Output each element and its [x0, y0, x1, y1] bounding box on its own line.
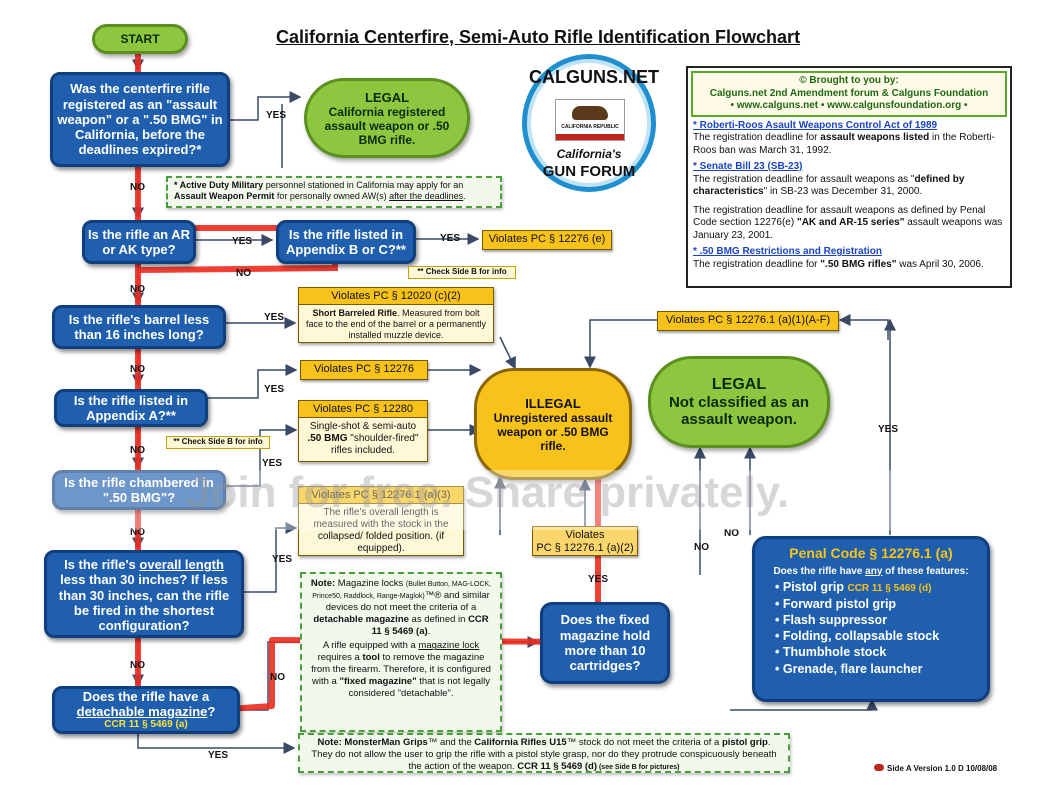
logo-flag-text: CALIFORNIA REPUBLIC: [561, 124, 619, 130]
side-b-note-1: ** Check Side B for info: [408, 266, 516, 279]
info-box: © Brought to you by: Calguns.net 2nd Ame…: [686, 66, 1012, 288]
penal-code-features: Penal Code § 12276.1 (a) Does the rifle …: [752, 536, 990, 702]
start-label: START: [120, 32, 160, 46]
info-header-line1: © Brought to you by:: [799, 75, 899, 86]
question-registered-text: Was the centerfire rifle registered as a…: [57, 81, 223, 158]
legal-registered-title: LEGAL: [364, 89, 410, 105]
illegal-node: ILLEGAL Unregistered assault weapon or .…: [474, 368, 632, 480]
footer: Side A Version 1.0 D 10/08/08: [874, 764, 1014, 778]
question-detachable-magazine: Does the rifle have a detachable magazin…: [52, 686, 240, 734]
violation-12280: Violates PC § 12280 Single-shot & semi-a…: [298, 400, 428, 462]
legal-not-classified-node: LEGAL Not classified as an assault weapo…: [648, 356, 830, 448]
side-b-note-2: ** Check Side B for info: [166, 436, 270, 449]
question-barrel-length-text: Is the rifle's barrel less than 16 inche…: [68, 311, 210, 342]
no-label: NO: [130, 364, 145, 375]
question-appendix-a-text: Is the rifle listed in Appendix A?**: [73, 392, 189, 423]
info-header-line2: Calguns.net 2nd Amendment forum & Calgun…: [709, 87, 989, 99]
bear-icon: [572, 106, 608, 120]
watermark-band: [0, 470, 1050, 530]
start-node: START: [92, 24, 188, 54]
no-label: NO: [130, 660, 145, 671]
violation-12276-1-a3: Violates PC § 12276.1 (a)(3) The rifle's…: [298, 486, 464, 556]
logo-flag: CALIFORNIA REPUBLIC: [555, 99, 625, 141]
feature-item: • Grenade, flare launcher: [775, 661, 923, 676]
military-note: * Active Duty Military personnel station…: [166, 176, 502, 208]
no-label: NO: [130, 527, 145, 538]
yes-label: YES: [264, 384, 285, 395]
page-title: California Centerfire, Semi-Auto Rifle I…: [276, 27, 801, 47]
link-50bmg[interactable]: * .50 BMG Restrictions and Registration: [693, 246, 882, 257]
no-label: NO: [694, 542, 709, 553]
violation-12276-1-a1: Violates PC § 12276.1 (a)(1)(A-F): [657, 311, 839, 331]
question-50bmg-text: Is the rifle chambered in ".50 BMG"?: [64, 474, 214, 505]
question-appendix-bc-text: Is the rifle listed in Appendix B or C?*…: [286, 226, 406, 257]
feature-item: • Thumbhole stock: [775, 645, 887, 660]
question-ar-ak: Is the rifle an AR or AK type?: [82, 220, 196, 264]
feature-item: • Pistol grip CCR 11 § 5469 (d): [775, 580, 932, 595]
grip-note: Note: MonsterMan Grips™ and the Californ…: [298, 733, 790, 773]
question-detachable-ccr: CCR 11 § 5469 (a): [104, 719, 188, 731]
question-barrel-length: Is the rifle's barrel less than 16 inche…: [52, 305, 226, 349]
yes-label: YES: [264, 312, 285, 323]
link-sb23[interactable]: * Senate Bill 23 (SB-23): [693, 161, 803, 172]
question-overall-length: Is the rifle's overall length less than …: [44, 550, 244, 638]
illegal-text: Unregistered assault weapon or .50 BMG r…: [493, 410, 613, 453]
violation-12276-1-a2: Violates PC § 12276.1 (a)(2): [532, 526, 638, 556]
yes-label: YES: [266, 110, 287, 121]
overall-length-underlined: overall length: [139, 557, 224, 572]
link-roberti-roos[interactable]: * Roberti-Roos Asault Weapons Control Ac…: [693, 119, 938, 131]
no-label: NO: [236, 268, 251, 279]
illegal-title: ILLEGAL: [525, 395, 581, 411]
magazine-lock-note: Note: Magazine locks (Bullet Button, MAG…: [300, 572, 502, 732]
yes-label: YES: [878, 424, 899, 435]
question-fixed-magazine: Does the fixed magazine hold more than 1…: [540, 602, 670, 684]
no-label: NO: [130, 284, 145, 295]
info-para-2: The registration deadline for assault we…: [693, 173, 965, 198]
violation-12020: Violates PC § 12020 (c)(2) Short Barrele…: [298, 287, 494, 343]
feature-item: • Flash suppressor: [775, 612, 888, 627]
feature-item: • Forward pistol grip: [775, 596, 897, 611]
legal-registered-text: California registered assault weapon or …: [324, 104, 450, 147]
info-header-line3: • www.calguns.net • www.calgunsfoundatio…: [730, 100, 968, 111]
info-para-3: The registration deadline for assault we…: [693, 204, 1003, 241]
question-fixed-magazine-text: Does the fixed magazine hold more than 1…: [559, 612, 651, 674]
legal-not-classified-title: LEGAL: [711, 376, 767, 393]
logo-top-text: CALGUNS.NET: [529, 67, 659, 87]
calguns-logo: CALGUNS.NET CALIFORNIA REPUBLIC Californ…: [522, 54, 659, 192]
watermark-text: Join for free. Share privately.: [186, 468, 790, 517]
violation-12276: Violates PC § 12276: [300, 360, 428, 380]
flag-stripe: [556, 134, 624, 140]
yes-label: YES: [262, 458, 283, 469]
info-para-4: The registration deadline for ".50 BMG r…: [693, 258, 984, 270]
yes-label: YES: [232, 236, 253, 247]
question-ar-ak-text: Is the rifle an AR or AK type?: [87, 226, 191, 257]
question-appendix-bc: Is the rifle listed in Appendix B or C?*…: [276, 220, 416, 264]
logo-bottom-text: GUN FORUM: [542, 163, 636, 180]
footer-text: Side A Version 1.0 D 10/08/08: [887, 764, 998, 773]
question-registered: Was the centerfire rifle registered as a…: [50, 72, 230, 167]
yes-label: YES: [208, 750, 229, 761]
info-header: © Brought to you by: Calguns.net 2nd Ame…: [691, 71, 1007, 117]
penal-code-intro: Does the rifle have any of these feature…: [773, 565, 969, 577]
violation-12276e: Violates PC § 12276 (e): [482, 230, 612, 250]
no-label: NO: [130, 182, 145, 193]
yes-label: YES: [440, 233, 461, 244]
no-label: NO: [724, 528, 739, 539]
logo-mid-text: California's: [556, 147, 622, 161]
penal-code-list: • Pistol grip CCR 11 § 5469 (d) • Forwar…: [763, 579, 979, 677]
yes-label: YES: [272, 554, 293, 565]
legal-registered-node: LEGAL California registered assault weap…: [304, 78, 470, 158]
feature-item: • Folding, collapsable stock: [775, 629, 940, 644]
bear-logo-icon: [874, 764, 884, 771]
info-para-1: The registration deadline for assault we…: [693, 132, 995, 156]
no-label: NO: [130, 445, 145, 456]
legal-not-classified-text: Not classified as an assault weapon.: [668, 394, 810, 428]
question-50bmg: Is the rifle chambered in ".50 BMG"?: [52, 470, 226, 510]
question-appendix-a: Is the rifle listed in Appendix A?**: [54, 389, 208, 427]
penal-code-head: Penal Code § 12276.1 (a): [789, 545, 953, 561]
yes-label: YES: [588, 574, 609, 585]
no-label: NO: [270, 672, 285, 683]
